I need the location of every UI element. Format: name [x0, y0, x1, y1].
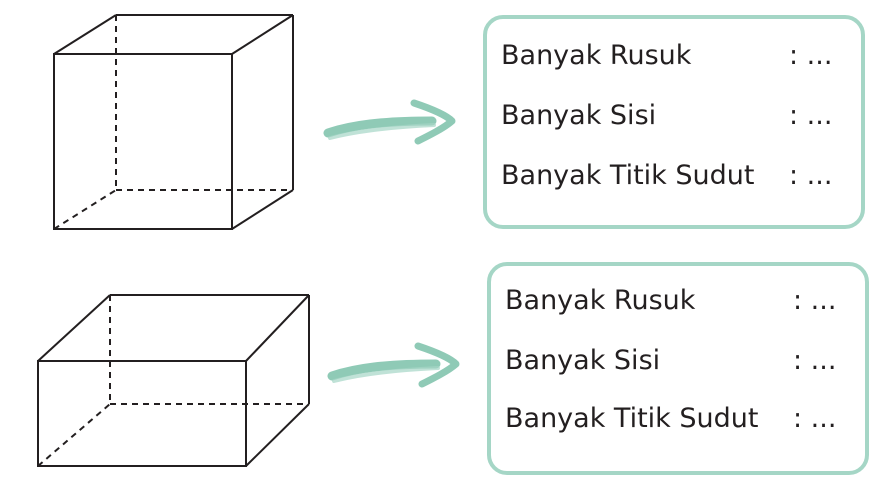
cube-edge	[231, 189, 294, 230]
right-arrow-icon	[323, 99, 456, 145]
cuboid-front-face	[37, 360, 247, 467]
cube-figure	[53, 14, 294, 230]
cube-answer-box: Banyak Rusuk : ... Banyak Sisi : ... Ban…	[483, 15, 865, 229]
row-label: Banyak Titik Sudut	[501, 160, 755, 191]
cuboid-figure	[37, 294, 310, 467]
cuboid-hidden-edge	[37, 403, 111, 467]
answer-row-titik-sudut: Banyak Titik Sudut : ...	[505, 402, 851, 436]
cube-edge	[53, 14, 117, 55]
cuboid-edge	[37, 294, 111, 362]
right-arrow-icon	[327, 342, 460, 388]
answer-blank[interactable]: : ...	[789, 40, 833, 71]
cuboid-edge	[245, 403, 310, 467]
row-label: Banyak Sisi	[505, 345, 661, 376]
answer-blank[interactable]: : ...	[793, 285, 837, 316]
row-label: Banyak Rusuk	[505, 285, 696, 316]
answer-blank[interactable]: : ...	[793, 345, 837, 376]
cube-front-face	[53, 53, 233, 230]
answer-blank[interactable]: : ...	[793, 403, 837, 434]
answer-row-rusuk: Banyak Rusuk : ...	[501, 39, 847, 73]
row-label: Banyak Sisi	[501, 100, 657, 131]
answer-blank[interactable]: : ...	[789, 160, 833, 191]
row-label: Banyak Rusuk	[501, 40, 692, 71]
row-label: Banyak Titik Sudut	[505, 403, 759, 434]
answer-row-sisi: Banyak Sisi : ...	[505, 344, 851, 378]
answer-blank[interactable]: : ...	[789, 100, 833, 131]
cube-edge	[231, 14, 294, 55]
answer-row-sisi: Banyak Sisi : ...	[501, 99, 847, 133]
answer-row-titik-sudut: Banyak Titik Sudut : ...	[501, 159, 847, 193]
answer-row-rusuk: Banyak Rusuk : ...	[505, 284, 851, 318]
cuboid-edge	[245, 294, 310, 362]
cube-hidden-edge	[53, 189, 117, 230]
cuboid-answer-box: Banyak Rusuk : ... Banyak Sisi : ... Ban…	[487, 262, 869, 475]
